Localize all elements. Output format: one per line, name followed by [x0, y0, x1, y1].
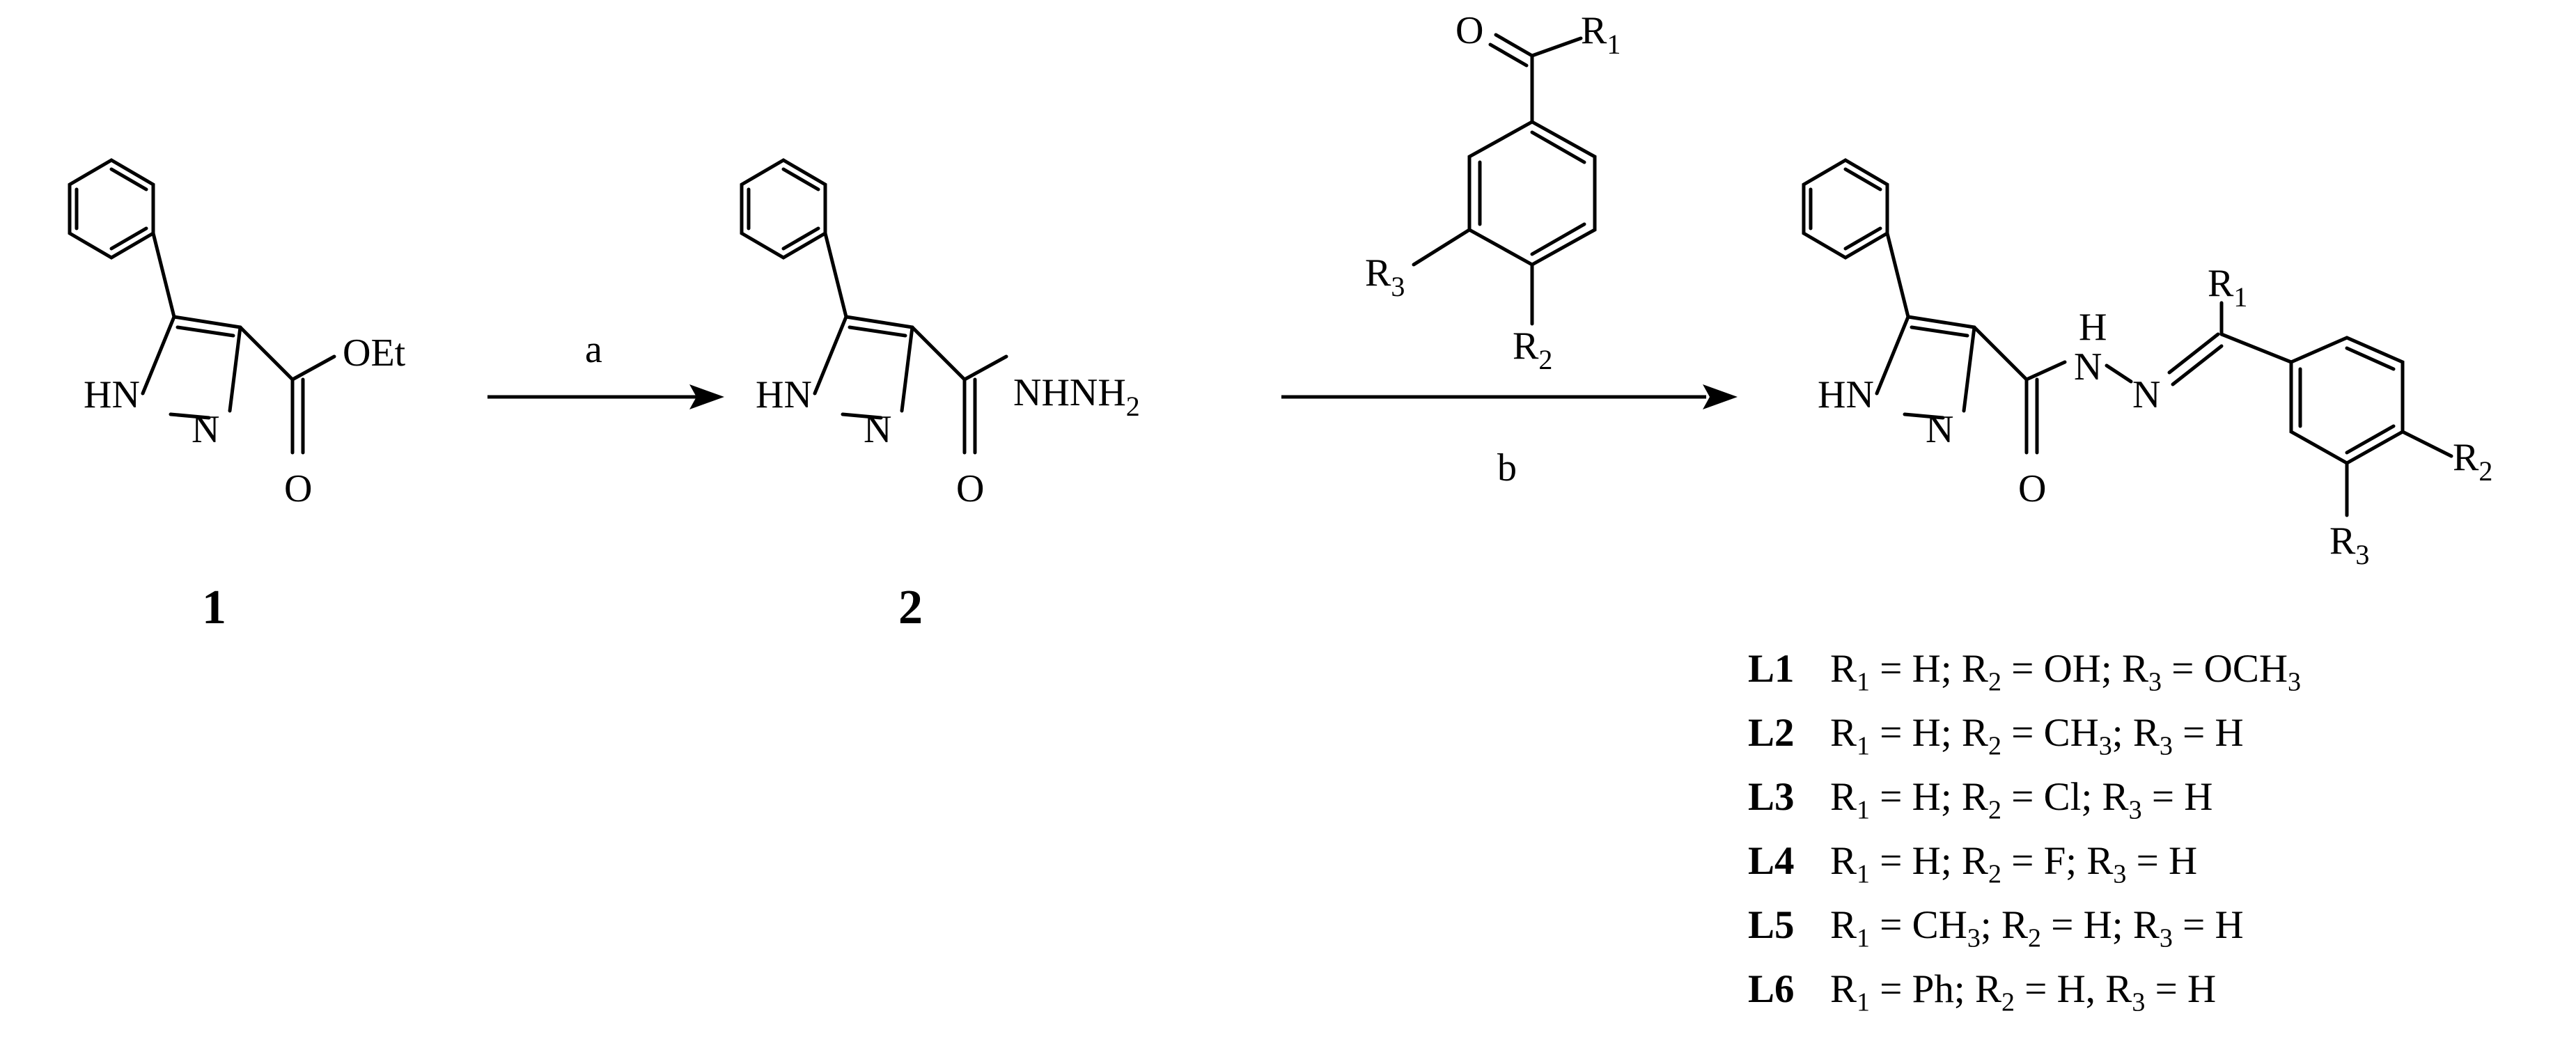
product-n-label: N	[1926, 408, 1953, 451]
product-amide-n-label: N	[2074, 345, 2102, 389]
reaction-arrow-a	[487, 384, 724, 409]
legend-substituents: R1 = H; R2 = F; R3 = H	[1830, 839, 2198, 889]
compound-1-carbonyl-o-label: O	[284, 467, 312, 510]
reagent-o-label: O	[1455, 9, 1483, 52]
compound-2-nh-label: HN	[756, 373, 812, 416]
reagent-r3-label: R3	[1365, 251, 1405, 302]
benzene-ring	[2289, 336, 2405, 465]
legend-substituents: R1 = CH3; R2 = H; R3 = H	[1830, 903, 2244, 953]
step-a-label: a	[585, 328, 602, 371]
compound-1-n-label: N	[192, 408, 219, 451]
legend-substituents: R1 = H; R2 = OH; R3 = OCH3	[1830, 647, 2302, 697]
legend-substituents: R1 = H; R2 = Cl; R3 = H	[1830, 775, 2213, 825]
product-imine-n-label: N	[2132, 373, 2160, 416]
legend-compound-id: L3	[1748, 775, 1795, 819]
legend-substituents: R1 = H; R2 = CH3; R3 = H	[1830, 711, 2244, 761]
compound-1-nh-label: HN	[84, 373, 140, 416]
reagent-r2-label: R2	[1513, 324, 1552, 375]
legend-compound-id: L5	[1748, 903, 1795, 947]
step-b-label: b	[1497, 446, 1517, 490]
product-r3-label: R3	[2329, 519, 2369, 570]
phenyl-ring	[1802, 158, 1889, 260]
product-r1-label: R1	[2208, 262, 2247, 313]
phenyl-ring	[68, 158, 155, 260]
legend-row-l2: L2 R1 = H; R2 = CH3; R3 = H	[1748, 701, 2301, 765]
compound-2-number: 2	[898, 581, 923, 634]
pyrazole-ring	[1875, 231, 1976, 420]
product-structure: HN N O H N N R1 R2 R3	[1802, 158, 2492, 570]
legend-row-l3: L3 R1 = H; R2 = Cl; R3 = H	[1748, 765, 2301, 829]
carbonyl-reagent-structure: O R1 R3 R2	[1365, 9, 1621, 375]
product-r2-label: R2	[2453, 436, 2492, 487]
legend-row-l1: L1 R1 = H; R2 = OH; R3 = OCH3	[1748, 637, 2301, 701]
reaction-arrow-b	[1281, 384, 1738, 409]
compound-1-number: 1	[202, 581, 226, 634]
legend-compound-id: L6	[1748, 967, 1795, 1011]
legend-row-l4: L4 R1 = H; R2 = F; R3 = H	[1748, 829, 2301, 893]
compound-2-structure: HN N NHNH2 O	[740, 158, 1140, 510]
pyrazole-ring	[813, 231, 1008, 455]
product-carbonyl-o-label: O	[2018, 467, 2046, 510]
compound-2-carbonyl-o-label: O	[956, 467, 984, 510]
product-nh-label: HN	[1818, 373, 1874, 416]
product-h-label: H	[2079, 306, 2107, 349]
compound-2-hydrazide-label: NHNH2	[1013, 371, 1140, 422]
legend-compound-id: L4	[1748, 839, 1795, 883]
compound-1-structure: HN N OEt O	[68, 158, 406, 510]
pyrazole-ring	[141, 231, 336, 455]
legend-row-l6: L6 R1 = Ph; R2 = H, R3 = H	[1748, 957, 2301, 1022]
legend-substituents: R1 = Ph; R2 = H, R3 = H	[1830, 967, 2217, 1017]
compound-1-oet-label: OEt	[343, 331, 406, 375]
reagent-r1-label: R1	[1581, 9, 1621, 60]
benzene-ring	[1467, 120, 1597, 267]
legend-row-l5: L5 R1 = CH3; R2 = H; R3 = H	[1748, 893, 2301, 957]
legend-compound-id: L1	[1748, 647, 1795, 691]
phenyl-ring	[740, 158, 827, 260]
legend-compound-id: L2	[1748, 711, 1795, 755]
compound-2-n-label: N	[864, 408, 891, 451]
